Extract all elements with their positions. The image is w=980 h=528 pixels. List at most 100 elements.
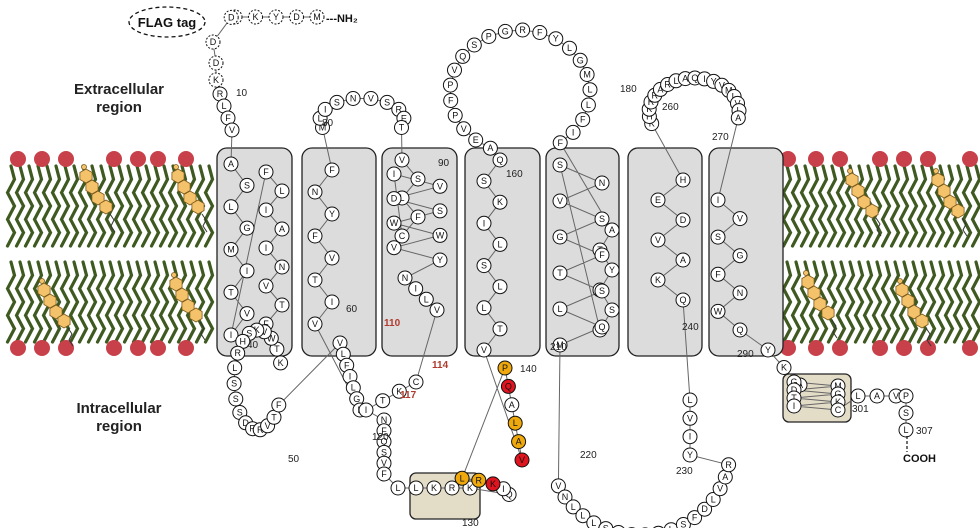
lipid-head (34, 340, 50, 356)
residue-letter: R (217, 89, 224, 99)
lipid-tail (919, 166, 926, 246)
residue-number-110: 110 (384, 318, 401, 329)
residue-letter: N (562, 492, 569, 502)
residue-letter: L (413, 483, 418, 493)
flag-tag-label: FLAG tag (138, 15, 197, 30)
lipid-tail (829, 166, 836, 246)
residue-letter: G (556, 232, 563, 242)
residue-number-50: 50 (288, 454, 300, 465)
residue-number-60: 60 (346, 304, 358, 315)
residue-letter: I (324, 104, 327, 114)
amino-acid-residue: A (275, 222, 289, 236)
residue-letter: F (263, 167, 269, 177)
lipid-tail (143, 166, 150, 246)
lipid-tail (107, 262, 114, 342)
amino-acid-residue: V (364, 92, 378, 106)
amino-acid-residue: F (533, 26, 547, 40)
intracellular-label-line1: Intracellular (76, 400, 161, 417)
residue-letter: P (486, 32, 492, 42)
residue-letter: L (460, 473, 465, 483)
residue-letter: G (502, 26, 509, 36)
residue-letter: V (263, 281, 269, 291)
residue-letter: L (513, 418, 518, 428)
amino-acid-residue: L (455, 471, 469, 485)
residue-letter: S (903, 408, 909, 418)
lipid-tail (71, 262, 78, 342)
lipid-head (130, 151, 146, 167)
lipid-tail (793, 262, 800, 342)
residue-letter: N (279, 262, 286, 272)
amino-acid-residue: I (787, 399, 801, 413)
residue-letter: Y (437, 255, 443, 265)
lipid-head (872, 151, 888, 167)
residue-letter: M (313, 12, 321, 22)
amino-acid-residue: F (576, 113, 590, 127)
residue-letter: S (481, 176, 487, 186)
lipid-head (808, 151, 824, 167)
lipid-head (58, 151, 74, 167)
lipid-tail (71, 166, 78, 246)
amino-acid-residue: L (493, 280, 507, 294)
amino-acid-residue: L (583, 83, 597, 97)
residue-letter: Q (459, 51, 466, 61)
residue-letter: I (689, 432, 692, 442)
amino-acid-residue: V (448, 63, 462, 77)
lipid-tail (35, 262, 42, 342)
residue-letter: T (312, 275, 318, 285)
amino-acid-residue: D (676, 213, 690, 227)
flag-residue: D (224, 10, 238, 24)
amino-acid-residue: A (676, 253, 690, 267)
residue-letter: F (312, 231, 318, 241)
amino-acid-residue: V (225, 123, 239, 137)
amino-acid-residue: Y (683, 448, 697, 462)
residue-number-114: 114 (432, 360, 449, 371)
amino-acid-residue: Q (676, 293, 690, 307)
residue-number-270: 270 (712, 132, 729, 143)
amino-acid-residue: I (240, 264, 254, 278)
residue-letter: M (227, 245, 235, 255)
lipid-tail (62, 166, 69, 246)
amino-acid-residue: A (512, 435, 526, 449)
amino-acid-residue: A (870, 389, 884, 403)
lipid-tail (856, 262, 863, 342)
residue-letter: L (232, 363, 237, 373)
amino-acid-residue: P (899, 389, 913, 403)
lipid-tail (62, 262, 69, 342)
amino-acid-residue: K (427, 481, 441, 495)
lipid-tail (125, 262, 132, 342)
residue-letter: I (502, 484, 505, 494)
amino-acid-residue: V (733, 212, 747, 226)
residue-letter: K (431, 483, 437, 493)
flag-residue: D (209, 56, 223, 70)
residue-number-240: 240 (682, 322, 699, 333)
amino-acid-residue: L (477, 301, 491, 315)
amino-acid-residue: N (275, 260, 289, 274)
residue-letter: L (903, 425, 908, 435)
residue-letter: A (722, 472, 728, 482)
amino-acid-residue: S (411, 172, 425, 186)
amino-acid-residue: L (899, 423, 913, 437)
amphipathic-helix-box (410, 473, 480, 519)
residue-letter: H (680, 175, 687, 185)
amino-acid-residue: F (308, 229, 322, 243)
lipid-tail (44, 166, 51, 246)
residue-letter: G (577, 55, 584, 65)
residue-letter: N (350, 94, 357, 104)
amino-acid-residue: Y (325, 207, 339, 221)
residue-letter: A (874, 391, 880, 401)
residue-number-160: 160 (506, 169, 523, 180)
amino-acid-residue: S (240, 178, 254, 192)
amino-acid-residue: L (493, 237, 507, 251)
lipid-tail (865, 262, 872, 342)
lipid-head (178, 151, 194, 167)
lipid-tail (937, 262, 944, 342)
residue-letter: L (341, 349, 346, 359)
amino-acid-residue: K (651, 273, 665, 287)
residue-letter: A (609, 225, 615, 235)
amino-acid-residue: Y (433, 253, 447, 267)
residue-letter: A (680, 255, 686, 265)
amino-acid-residue: A (505, 398, 519, 412)
amino-acid-residue: S (553, 158, 567, 172)
lipid-tail (116, 166, 123, 246)
